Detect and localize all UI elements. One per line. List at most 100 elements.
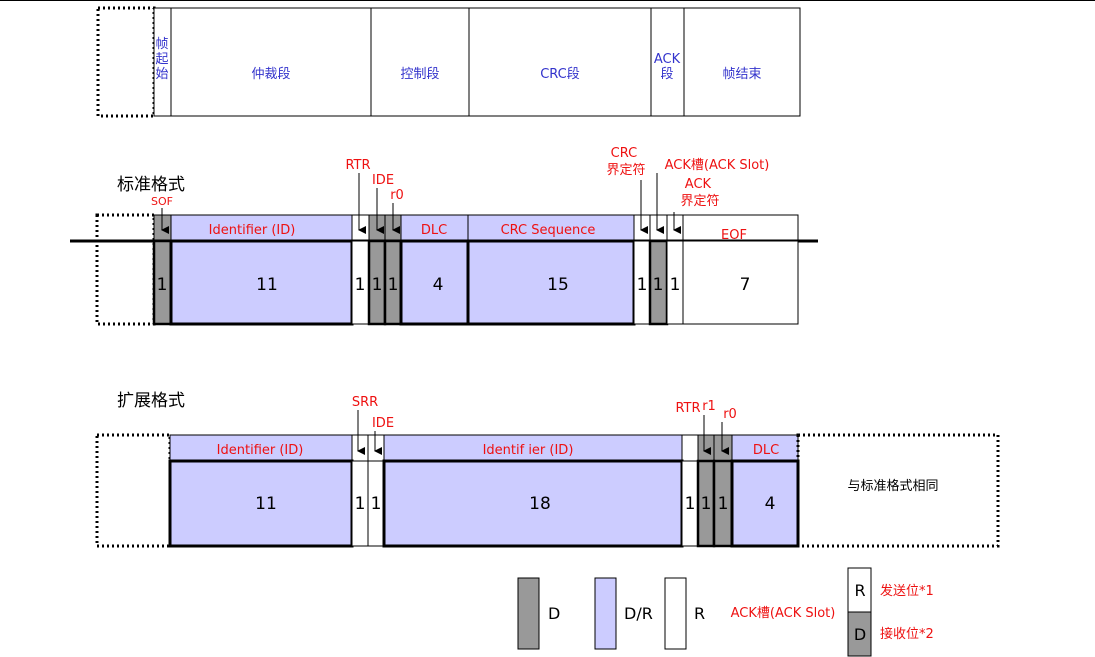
ext-cell-id-a <box>168 459 354 548</box>
std-bits-dlc: 4 <box>433 275 444 295</box>
std-idle-dashed <box>95 213 156 326</box>
ext-callout-r0: r0 <box>723 407 737 422</box>
legend-ack-box-r-label: R <box>854 581 865 600</box>
std-hdr-crc <box>467 214 635 242</box>
ext-hdr-id-a <box>169 434 353 462</box>
text-line: 帧 <box>155 37 168 52</box>
legend-send-bit: 发送位*1 <box>880 583 934 599</box>
ext-bits-r1: 1 <box>701 494 712 514</box>
overview-label-crc: CRC段 <box>540 67 580 82</box>
text-line: 起 <box>155 52 168 67</box>
std-callout-r0: r0 <box>390 188 404 203</box>
std-callout-crcdelim: CRC 界定符 <box>606 146 645 178</box>
legend-label-r: R <box>694 604 705 623</box>
ext-bits-dlc: 4 <box>765 494 776 514</box>
std-label-crcseq: CRC Sequence <box>501 223 596 238</box>
std-callout-crcdelim-l1: CRC <box>611 146 638 161</box>
overview-field-crc <box>468 7 652 117</box>
ext-label-identifier-b: Identif ier (ID) <box>483 443 574 458</box>
ext-cell-dlc <box>730 459 800 548</box>
ext-hdr-id-b <box>383 434 683 462</box>
std-callout-ackdelim: ACK 界定符 <box>680 177 719 209</box>
std-callout-ide: IDE <box>372 173 394 188</box>
ext-callout-r1: r1 <box>702 399 716 414</box>
text-line: 始 <box>155 67 168 82</box>
overview-field-arbitration <box>170 7 372 117</box>
overview-dashed-idle <box>96 6 156 118</box>
overview-field-ack <box>650 7 685 117</box>
ext-bits-ide: 1 <box>371 494 382 514</box>
std-cell-crc <box>466 239 636 326</box>
standard-title: 标准格式 <box>117 175 185 195</box>
legend-recv-bit: 接收位*2 <box>880 626 934 642</box>
ext-label-same: 与标准格式相同 <box>847 478 938 494</box>
std-callout-ackslot: ACK槽(ACK Slot) <box>665 158 770 173</box>
std-hdr-ackslot <box>649 214 668 242</box>
ext-hdr-r1 <box>697 434 715 462</box>
std-bits-id: 11 <box>256 275 278 295</box>
std-hdr-ackdelim <box>666 214 684 242</box>
std-hdr-rtr <box>351 214 370 242</box>
ext-hdr-srr <box>351 434 369 462</box>
overview-label-arbitration: 仲裁段 <box>251 66 290 82</box>
std-callout-ackdelim-l1: ACK <box>685 177 712 192</box>
std-callout-ackdelim-l2: 界定符 <box>680 193 719 209</box>
ext-bits-id-a: 11 <box>255 494 277 514</box>
legend-label-d: D <box>548 604 560 623</box>
extended-frame: 扩展格式 Identifier (ID) Identif ier (ID) DL… <box>95 391 1000 548</box>
ext-bits-id-b: 18 <box>529 494 551 514</box>
legend-label-dr: D/R <box>624 604 653 623</box>
std-bits-r0: 1 <box>388 275 399 295</box>
legend-label-ackslot: ACK槽(ACK Slot) <box>731 606 836 621</box>
std-callout-rtr: RTR <box>345 158 370 173</box>
std-bits-ackdelim: 1 <box>670 275 681 295</box>
overview-label-sof: 帧起始 <box>155 37 168 82</box>
legend-ack-box-d <box>847 611 872 657</box>
ext-hdr-ide <box>367 434 385 462</box>
legend-ack-box-d-label: D <box>854 625 866 644</box>
std-cell-eof <box>682 240 799 325</box>
std-label-eof: EOF <box>721 228 747 243</box>
std-bits-ide: 1 <box>372 275 383 295</box>
ext-hdr-rtr <box>681 434 699 462</box>
overview-field-eof <box>683 7 801 117</box>
ext-callout-ide: IDE <box>372 416 394 431</box>
ext-label-dlc: DLC <box>753 443 779 458</box>
std-callout-crcdelim-l2: 界定符 <box>606 162 645 178</box>
overview-label-control: 控制段 <box>400 67 439 82</box>
std-hdr-eof <box>682 214 799 242</box>
std-bits-rtr: 1 <box>355 275 366 295</box>
ext-hdr-dlc <box>731 434 799 462</box>
std-callout-sof: SOF <box>151 195 173 208</box>
text-line: ACK <box>654 52 681 67</box>
std-bits-crc: 15 <box>547 275 569 295</box>
ext-callout-rtr: RTR <box>675 401 700 416</box>
std-bits-crcdelim: 1 <box>637 275 648 295</box>
overview-field-control <box>370 7 470 117</box>
ext-bits-srr: 1 <box>355 494 366 514</box>
legend-swatch-d <box>517 577 540 650</box>
overview-label-eof: 帧结束 <box>722 67 761 82</box>
ext-hdr-r0 <box>713 434 733 462</box>
std-hdr-crcdelim <box>633 214 651 242</box>
extended-title: 扩展格式 <box>117 391 185 411</box>
ext-bits-rtr: 1 <box>685 494 696 514</box>
std-bits-ackslot: 1 <box>653 275 664 295</box>
legend-swatch-r <box>664 577 687 650</box>
std-label-identifier: Identifier (ID) <box>209 223 296 238</box>
legend-swatch-dr <box>594 577 617 650</box>
std-bits-sof: 1 <box>157 275 168 295</box>
text-line: 段 <box>660 67 673 82</box>
ext-callout-srr: SRR <box>352 395 378 410</box>
std-hdr-dlc <box>400 214 469 242</box>
ext-bits-r0: 1 <box>718 494 729 514</box>
std-label-dlc: DLC <box>421 223 447 238</box>
ext-idle-dashed <box>95 433 172 548</box>
ext-label-identifier-a: Identifier (ID) <box>217 443 304 458</box>
legend: D D/R R ACK槽(ACK Slot) R D 发送位*1 接收位*2 <box>517 567 934 657</box>
top-border-line <box>0 0 1095 1</box>
standard-frame: 标准格式 Identifier (ID) DLC CRC Sequence E <box>70 146 818 326</box>
